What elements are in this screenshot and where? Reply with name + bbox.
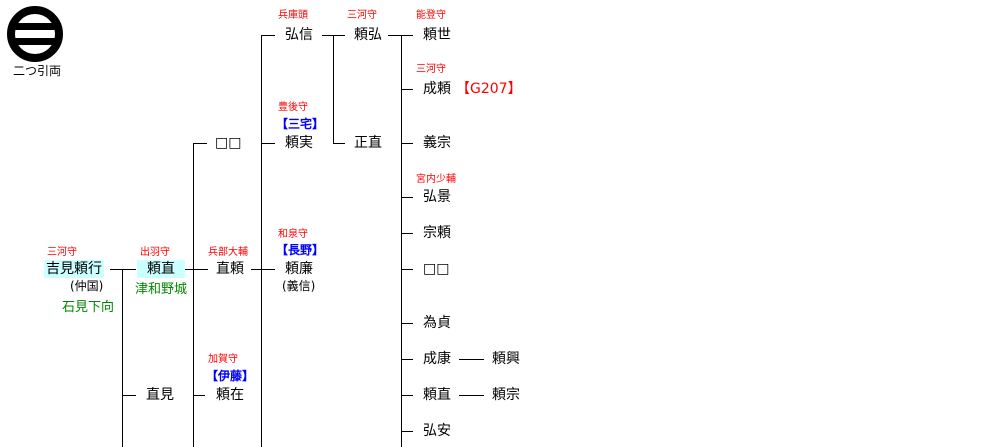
person-yorinao: 頼直 (423, 387, 451, 403)
clan-name: 【伊藤】 (206, 369, 255, 383)
connector (401, 143, 413, 144)
person-yoriari: 頼在 (216, 387, 244, 403)
crest-label: 二つ引両 (13, 64, 62, 78)
connector (193, 143, 194, 447)
connector (122, 269, 123, 447)
official-title: 能登守 (416, 10, 446, 21)
connector (401, 395, 413, 396)
official-title: 三河守 (416, 64, 446, 75)
clan-name: 【長野】 (276, 243, 325, 257)
alias-note: (仲国) (70, 279, 104, 293)
connector (401, 323, 413, 324)
person-yorinao: 頼直 (137, 260, 185, 278)
connector (122, 395, 136, 396)
official-title: 宮内少輔 (416, 174, 456, 185)
person-nariyori: 成頼 (423, 81, 451, 97)
connector (261, 35, 275, 36)
person-hironobu: 弘信 (285, 27, 313, 43)
person-naoyori: 直頼 (216, 261, 244, 277)
official-title: 和泉守 (278, 229, 308, 240)
person-hirokage: 弘景 (423, 189, 451, 205)
connector (459, 395, 484, 396)
connector (193, 395, 205, 396)
person-yoriyo: 頼世 (423, 27, 451, 43)
official-title: 三河守 (347, 10, 377, 21)
reference-code: 【G207】 (456, 81, 522, 97)
person-masanao: 正直 (354, 135, 382, 151)
official-title: 豊後守 (278, 102, 308, 113)
person-unknown: □□ (423, 261, 450, 277)
person-hiroyasu: 弘安 (423, 423, 451, 439)
person-yorikado: 頼廉 (285, 261, 313, 277)
connector (401, 197, 413, 198)
connector (251, 269, 275, 270)
person-yorizane: 頼実 (285, 135, 313, 151)
connector (110, 269, 136, 270)
connector (261, 35, 262, 447)
person-yorihiro: 頼弘 (354, 27, 382, 43)
connector (401, 269, 413, 270)
connector (388, 35, 413, 36)
connector (459, 359, 484, 360)
connector (401, 89, 413, 90)
connector (401, 35, 402, 447)
person-yorioki: 頼興 (492, 351, 520, 367)
person-unknown: □□ (215, 135, 242, 151)
official-title: 加賀守 (208, 354, 238, 365)
person-naomi: 直見 (146, 387, 174, 403)
place-note: 石見下向 (62, 300, 115, 315)
connector (193, 143, 207, 144)
clan-name: 【三宅】 (276, 117, 325, 131)
connector (333, 35, 334, 143)
connector (401, 359, 413, 360)
connector (261, 143, 275, 144)
connector (333, 143, 345, 144)
official-title: 三河守 (47, 247, 77, 258)
alias-note: (義信) (282, 279, 316, 293)
person-muneyori: 宗頼 (423, 225, 451, 241)
official-title: 出羽守 (140, 247, 170, 258)
person-yoshiyuki: 吉見頼行 (44, 260, 104, 278)
connector (401, 233, 413, 234)
official-title: 兵庫頭 (278, 10, 308, 21)
place-note: 津和野城 (135, 282, 188, 297)
official-title: 兵部大輔 (208, 247, 248, 258)
connector (184, 269, 208, 270)
person-yoshimune: 義宗 (423, 135, 451, 151)
person-tamesada: 為貞 (423, 315, 451, 331)
futatsu-hikiryo-crest-icon (7, 6, 63, 62)
person-yorimune: 頼宗 (492, 387, 520, 403)
connector (401, 431, 413, 432)
person-nariyasu: 成康 (423, 351, 451, 367)
